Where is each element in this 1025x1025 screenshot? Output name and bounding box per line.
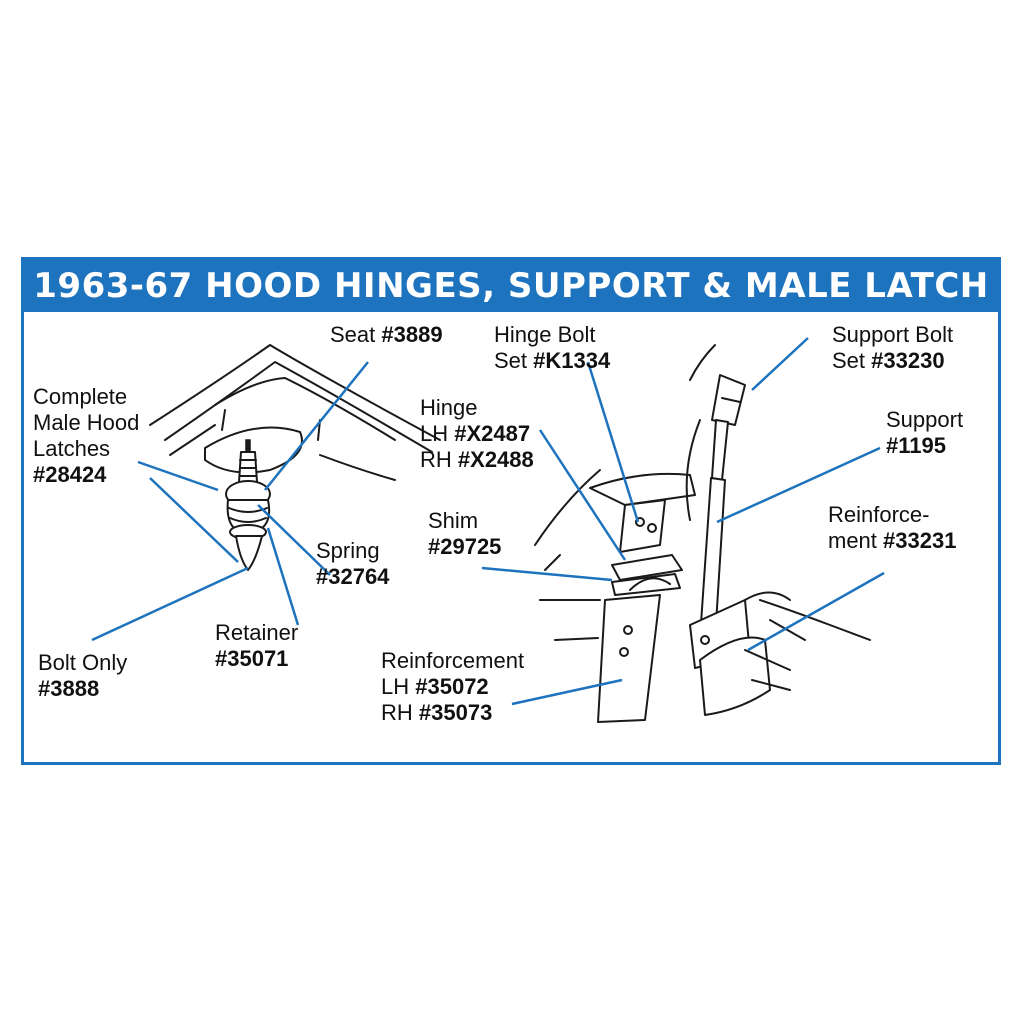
label-line: #28424 (33, 462, 139, 488)
label-line: Seat #3889 (330, 322, 443, 348)
leader-reinforcement2 (747, 571, 885, 652)
label-line: RH #35073 (381, 700, 524, 726)
label-line: Hinge Bolt (494, 322, 610, 348)
label-line: Shim (428, 508, 501, 534)
hood-panel-drawing (149, 344, 441, 481)
label-text: Complete (33, 384, 128, 409)
part-number: #1195 (886, 433, 946, 458)
label-line: ment #33231 (828, 528, 956, 554)
label-shim: Shim#29725 (428, 508, 501, 560)
part-number: #35073 (418, 700, 493, 725)
label-line: Set #K1334 (494, 348, 610, 374)
label-line: RH #X2488 (420, 447, 534, 473)
label-text: Hinge (420, 395, 478, 420)
leader-hinge (538, 429, 627, 561)
label-line: Bolt Only (38, 650, 127, 676)
part-number: #X2488 (457, 447, 534, 472)
label-text: Seat (330, 322, 376, 347)
label-line: Set #33230 (832, 348, 953, 374)
hinge-drawing (534, 469, 696, 596)
part-number: #33231 (883, 528, 957, 553)
label-text: Male Hood (33, 410, 140, 435)
label-text: LH (381, 674, 410, 699)
part-number: #X2487 (454, 421, 531, 446)
label-line: LH #X2487 (420, 421, 534, 447)
part-number: #3889 (381, 322, 443, 347)
label-line: #35071 (215, 646, 298, 672)
label-line: Hinge (420, 395, 534, 421)
label-text: Set (832, 348, 866, 373)
label-text: ment (828, 528, 877, 553)
label-support: Support#1195 (886, 407, 963, 459)
label-line: Support (886, 407, 963, 433)
part-number: #3888 (38, 676, 100, 701)
leader-reinforcement (511, 678, 623, 706)
part-number: #33230 (871, 348, 945, 373)
label-text: RH (381, 700, 413, 725)
leader-retainer (266, 527, 300, 626)
label-line: Support Bolt (832, 322, 953, 348)
label-text: Support Bolt (832, 322, 954, 347)
leader-shim (481, 566, 613, 582)
label-line: LH #35072 (381, 674, 524, 700)
label-spring: Spring#32764 (316, 538, 389, 590)
hood-support-drawing (685, 344, 791, 669)
diagram-title: 1963-67 HOOD HINGES, SUPPORT & MALE LATC… (24, 260, 998, 312)
leader-seat (264, 361, 369, 491)
leader-hinge-bolt (586, 361, 640, 523)
label-line: Spring (316, 538, 389, 564)
label-line: Reinforcement (381, 648, 524, 674)
label-line: Reinforce- (828, 502, 956, 528)
label-line: #3888 (38, 676, 127, 702)
label-reinforcement-bracket: Reinforce-ment #33231 (828, 502, 956, 554)
label-text: Spring (316, 538, 380, 563)
label-line: Latches (33, 436, 139, 462)
label-line: Complete (33, 384, 139, 410)
label-text: Reinforce- (828, 502, 930, 527)
leader-bolt-only (91, 566, 249, 642)
leader-lines (91, 337, 885, 706)
reinforcement-plate-drawing (539, 594, 661, 723)
label-seat: Seat #3889 (330, 322, 443, 348)
part-number: #K1334 (533, 348, 611, 373)
label-retainer: Retainer#35071 (215, 620, 298, 672)
label-line: Retainer (215, 620, 298, 646)
label-text: Support (886, 407, 964, 432)
label-bolt-only: Bolt Only#3888 (38, 650, 127, 702)
label-text: Hinge Bolt (494, 322, 596, 347)
label-line: #1195 (886, 433, 963, 459)
part-number: #28424 (33, 462, 107, 487)
part-number: #32764 (316, 564, 390, 589)
label-text: Bolt Only (38, 650, 128, 675)
label-text: LH (420, 421, 449, 446)
label-text: RH (420, 447, 452, 472)
label-text: Latches (33, 436, 111, 461)
leader-spring (257, 504, 331, 576)
part-number: #35071 (215, 646, 289, 671)
label-text: Reinforcement (381, 648, 525, 673)
leader-latches-b (149, 477, 239, 563)
leader-support (716, 446, 881, 524)
label-line: #29725 (428, 534, 501, 560)
leader-support-bolt (751, 337, 809, 391)
label-line: Male Hood (33, 410, 139, 436)
part-number: #29725 (428, 534, 502, 559)
label-text: Retainer (215, 620, 299, 645)
part-number: #35072 (415, 674, 489, 699)
label-text: Shim (428, 508, 479, 533)
male-latch-drawing (225, 439, 271, 571)
reinforcement-bracket-drawing (699, 599, 871, 716)
label-line: #32764 (316, 564, 389, 590)
label-text: Set (494, 348, 528, 373)
leader-latches-a (137, 460, 219, 492)
